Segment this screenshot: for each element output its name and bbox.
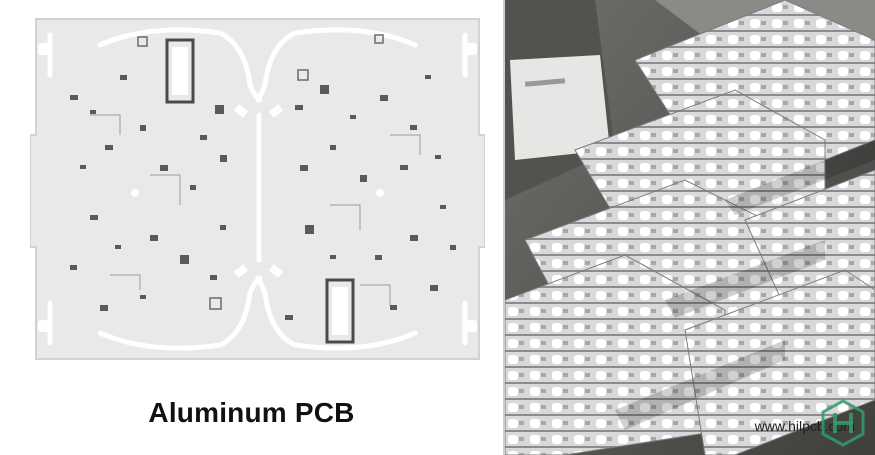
website-watermark: www.hilpcb.com [754, 418, 855, 434]
stacked-pcb-photo [505, 0, 875, 455]
right-panel [505, 0, 875, 455]
aluminum-pcb-board-image [30, 18, 485, 360]
hilpcb-logo-icon [821, 399, 865, 447]
left-panel: Aluminum PCB [30, 18, 485, 428]
caption-aluminum-pcb: Aluminum PCB [148, 397, 355, 428]
panel-divider [503, 0, 505, 455]
